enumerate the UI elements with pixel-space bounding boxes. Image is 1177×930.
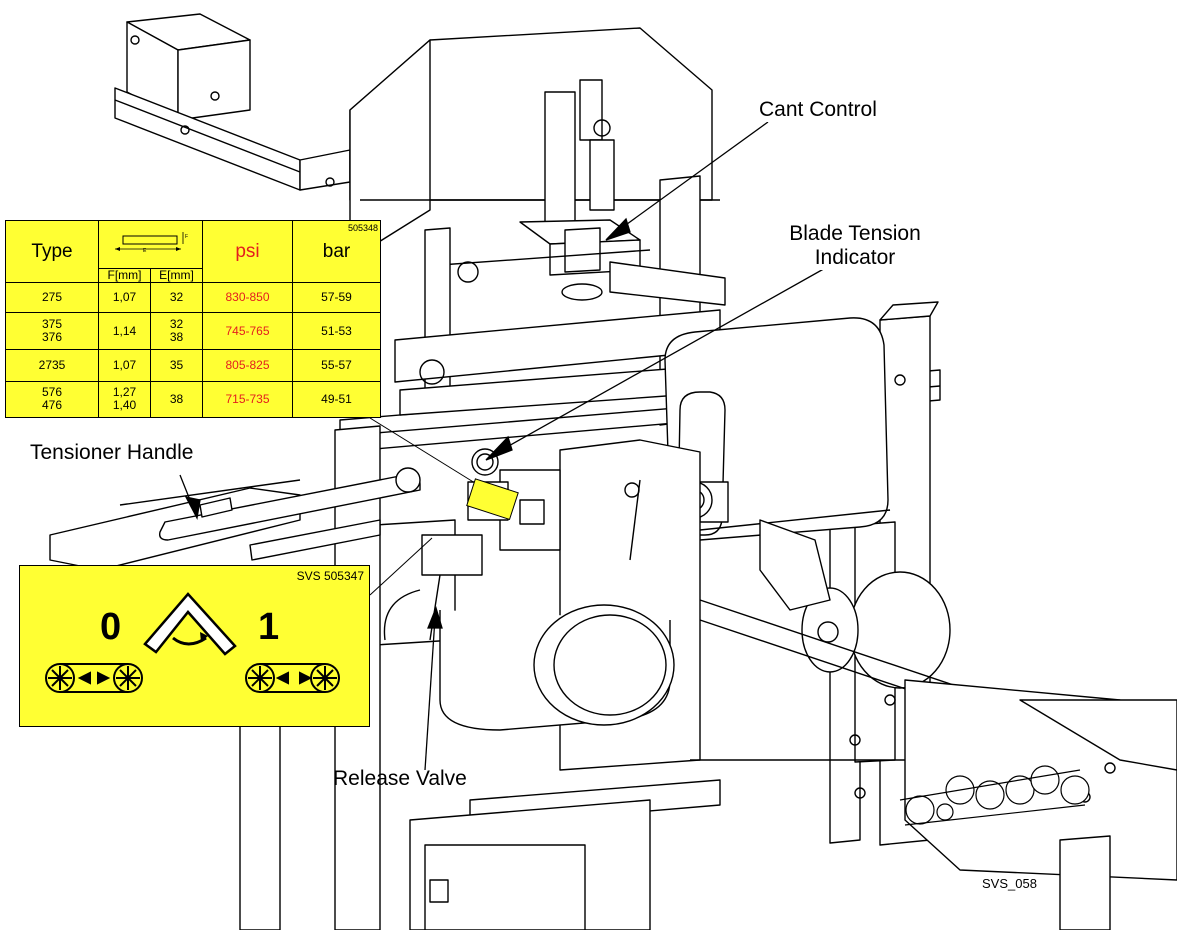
- spec-cell-psi: 745-765: [202, 312, 293, 350]
- spec-cell-f: 1,07: [98, 348, 151, 382]
- spec-cell-psi: 830-850: [202, 282, 293, 314]
- psi-header: psi: [202, 219, 293, 284]
- tension-on-symbol: 1: [258, 606, 280, 648]
- spec-cell-e: 32: [150, 282, 203, 314]
- spec-cell-f: 1,27 1,40: [98, 380, 151, 419]
- callout-blade-tension-line2: Indicator: [814, 246, 896, 269]
- spec-cell-psi: 715-735: [202, 380, 293, 419]
- table-part-number: 505348: [347, 223, 378, 233]
- bar-header: 505348 bar: [292, 219, 381, 284]
- bar-header-label: bar: [322, 240, 351, 262]
- figure-id: SVS_058: [982, 876, 1037, 891]
- spec-cell-e: 32 38: [150, 312, 203, 350]
- accumulator-tank: [439, 604, 675, 731]
- spec-cell-e: 38: [150, 380, 203, 419]
- f-header: F[mm]: [98, 268, 151, 284]
- spec-cell-psi: 805-825: [202, 348, 293, 382]
- type-header: Type: [5, 219, 99, 284]
- callout-blade-tension-line1: Blade Tension: [789, 222, 921, 245]
- blade-spec-table: Type E F psi 505348 bar F[mm] E[mm] 2: [5, 219, 381, 419]
- blade-profile-icon: E F: [114, 232, 188, 254]
- tensioner-handle: [49, 467, 421, 571]
- spec-cell-f: 1,07: [98, 282, 151, 314]
- spec-cell-bar: 49-51: [292, 380, 381, 419]
- spec-cell-bar: 55-57: [292, 348, 381, 382]
- dim-e-letter: E: [143, 248, 147, 254]
- dim-f-letter: F: [185, 234, 188, 240]
- tension-switch-label: 0 1: [19, 565, 370, 727]
- spec-cell-f: 1,14: [98, 312, 151, 350]
- tension-off-symbol: 0: [100, 606, 122, 648]
- spec-cell-type: 275: [5, 282, 99, 314]
- tension-label-art: [45, 592, 340, 693]
- spec-cell-type: 375 376: [5, 312, 99, 350]
- spec-cell-e: 35: [150, 348, 203, 382]
- blade-dim-diagram: E F: [98, 219, 203, 270]
- tension-label-part-number: SVS 505347: [296, 569, 364, 583]
- spec-cell-bar: 57-59: [292, 282, 381, 314]
- blade-guard: [349, 27, 720, 261]
- spec-cell-type: 576 476: [5, 380, 99, 419]
- callout-release-valve: Release Valve: [333, 767, 467, 790]
- belt-tight-icon: [245, 663, 340, 693]
- belt-slack-icon: [45, 663, 143, 693]
- callout-tensioner-handle: Tensioner Handle: [30, 441, 194, 465]
- leader-lines: [179, 121, 837, 771]
- callout-cant-control: Cant Control: [759, 98, 877, 122]
- e-header: E[mm]: [150, 268, 203, 284]
- callout-blade-tension-indicator: Blade Tension Indicator: [770, 222, 940, 270]
- spec-cell-type: 2735: [5, 348, 99, 382]
- upper-arm: [114, 13, 351, 191]
- drive-chain: [899, 765, 1090, 826]
- panel-decal: [466, 478, 519, 521]
- spec-cell-bar: 51-53: [292, 312, 381, 350]
